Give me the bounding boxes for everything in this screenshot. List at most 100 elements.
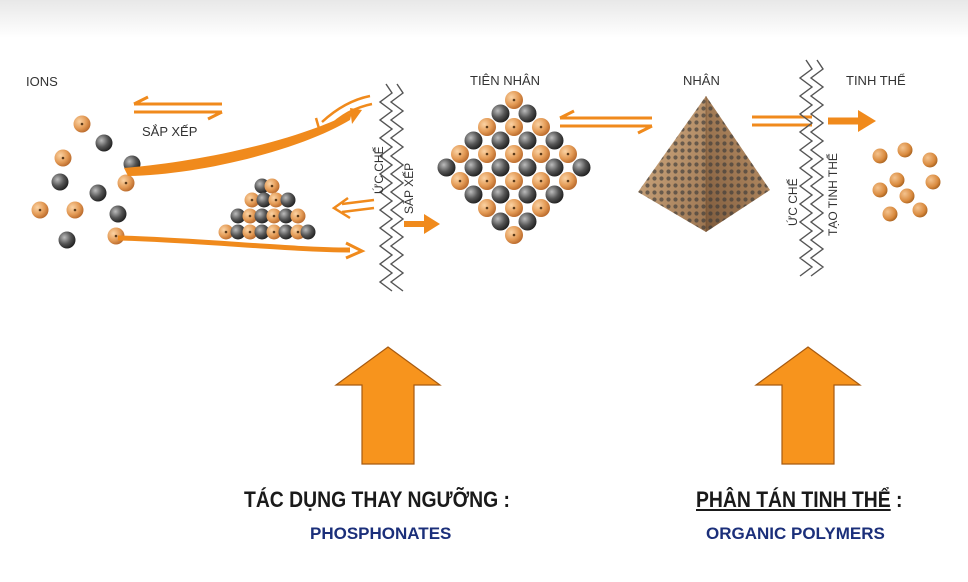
pyramid-ion-charge-dot bbox=[270, 184, 274, 188]
scattered-ions bbox=[31, 115, 141, 249]
pre-nucleus-ion-charge-dot bbox=[512, 233, 516, 237]
pyramid-ion bbox=[280, 192, 296, 208]
crystal-particle bbox=[899, 188, 915, 204]
pre-nucleus-ion bbox=[572, 158, 591, 177]
pre-nucleus-ion-charge-dot bbox=[512, 206, 516, 210]
arrow-to-pre-nucleus-head bbox=[424, 214, 440, 234]
pre-nucleus-cluster bbox=[437, 91, 591, 244]
pre-nucleus-ion bbox=[491, 131, 510, 150]
label-tao-tinh-the: TẠO TINH THỂ bbox=[826, 153, 840, 236]
pre-nucleus-ion-charge-dot bbox=[512, 152, 516, 156]
pyramid-ion bbox=[256, 192, 272, 208]
mechanism-title-organic-polymers: PHÂN TÁN TINH THỂ : bbox=[696, 487, 903, 513]
crystal-particle bbox=[922, 152, 938, 168]
pre-nucleus-ion-charge-dot bbox=[566, 179, 570, 183]
top-band bbox=[0, 0, 968, 38]
up-arrow-phosphonates bbox=[334, 346, 442, 465]
pre-nucleus-ion-charge-dot bbox=[566, 152, 570, 156]
pre-nucleus-ion bbox=[518, 131, 537, 150]
curved-ion-arrows bbox=[117, 94, 375, 260]
ion-negative bbox=[109, 205, 127, 223]
barrier-phosphonates bbox=[378, 83, 405, 292]
pyramid-ion-charge-dot bbox=[272, 214, 276, 218]
pre-nucleus-ion-charge-dot bbox=[458, 152, 462, 156]
ion-negative bbox=[58, 231, 76, 249]
pre-nucleus-ion-charge-dot bbox=[512, 179, 516, 183]
label-sap-xep: SẮP XẾP bbox=[142, 124, 198, 139]
mechanism-agent-organic-polymers: ORGANIC POLYMERS bbox=[706, 524, 885, 543]
pre-nucleus-ion-charge-dot bbox=[539, 125, 543, 129]
pyramid-ion-charge-dot bbox=[296, 230, 300, 234]
crystal-particle bbox=[912, 202, 928, 218]
pre-nucleus-ion bbox=[491, 185, 510, 204]
pre-nucleus-ion bbox=[518, 212, 537, 231]
pyramid-ion-charge-dot bbox=[224, 230, 228, 234]
ion-positive-charge-dot bbox=[124, 181, 128, 185]
pre-nucleus-ion bbox=[464, 185, 483, 204]
ion-positive-charge-dot bbox=[73, 208, 77, 212]
label-uc-che-1: ỨC CHẾ bbox=[372, 146, 386, 194]
ion-negative bbox=[95, 134, 113, 152]
crystal-particle bbox=[925, 174, 941, 190]
mechanism-title-suffix: : bbox=[890, 487, 903, 512]
ion-positive-charge-dot bbox=[114, 234, 118, 238]
label-tinh-the: TINH THỂ bbox=[846, 73, 906, 88]
pre-nucleus-ion-charge-dot bbox=[485, 152, 489, 156]
pre-nucleus-ion-charge-dot bbox=[458, 179, 462, 183]
label-uc-che-2: ỨC CHẾ bbox=[786, 178, 800, 226]
crystal-particle bbox=[897, 142, 913, 158]
ion-negative bbox=[89, 184, 107, 202]
ion-positive-charge-dot bbox=[38, 208, 42, 212]
label-sap-xep-vertical: SẮP XẾP bbox=[402, 162, 416, 214]
pyramid-ion-charge-dot bbox=[272, 230, 276, 234]
pre-nucleus-ion bbox=[464, 158, 483, 177]
pre-nucleus-ion-charge-dot bbox=[539, 206, 543, 210]
crystal-particle bbox=[882, 206, 898, 222]
pre-nucleus-ion bbox=[545, 185, 564, 204]
pyramid-ion-charge-dot bbox=[296, 214, 300, 218]
crystal-particle bbox=[872, 148, 888, 164]
pyramid-ion bbox=[254, 208, 270, 224]
mechanism-title-main: PHÂN TÁN TINH THỂ bbox=[696, 487, 891, 512]
barrier-organic-polymers bbox=[798, 59, 825, 277]
crystal-particle bbox=[889, 172, 905, 188]
label-nhan: NHÂN bbox=[683, 73, 720, 88]
label-ions: IONS bbox=[26, 74, 58, 89]
mechanism-agent-phosphonates: PHOSPHONATES bbox=[310, 524, 452, 543]
crystal-particle bbox=[872, 182, 888, 198]
ions-equilibrium-arrows bbox=[133, 95, 223, 121]
pre-nucleus-ion-charge-dot bbox=[512, 98, 516, 102]
pre-nucleus-ion bbox=[518, 104, 537, 123]
pre-nucleus-ion-charge-dot bbox=[485, 125, 489, 129]
arrow-to-crystal-head bbox=[858, 110, 876, 132]
pre-nucleus-ion bbox=[491, 158, 510, 177]
up-arrow-organic-polymers bbox=[754, 346, 862, 465]
pre-nucleus-ion-charge-dot bbox=[485, 179, 489, 183]
pre-nucleus-ion bbox=[491, 104, 510, 123]
pyramid-ion bbox=[278, 208, 294, 224]
pre-nucleus-ion bbox=[518, 185, 537, 204]
pre-nucleus-ion bbox=[464, 131, 483, 150]
pyramid-ion-charge-dot bbox=[274, 198, 278, 202]
ion-positive-charge-dot bbox=[61, 156, 65, 160]
pyramid-ion-charge-dot bbox=[248, 230, 252, 234]
ion-negative bbox=[51, 173, 69, 191]
pre-nucleus-ion-charge-dot bbox=[512, 125, 516, 129]
ion-positive-charge-dot bbox=[80, 122, 84, 126]
small-ion-pyramid bbox=[218, 178, 316, 240]
label-tien-nhan: TIÊN NHÂN bbox=[470, 73, 541, 88]
pre-nucleus-ion bbox=[518, 158, 537, 177]
pre-nucleus-ion bbox=[545, 131, 564, 150]
nucleus-equilibrium-arrows bbox=[559, 109, 653, 135]
dispersed-crystals bbox=[872, 142, 941, 222]
pyramid-ion bbox=[230, 208, 246, 224]
pre-nucleus-ion-charge-dot bbox=[539, 179, 543, 183]
nucleus-pyramid bbox=[638, 96, 770, 232]
pyramid-ion bbox=[278, 224, 294, 240]
pyramid-ion bbox=[254, 224, 270, 240]
pre-nucleus-ion bbox=[491, 212, 510, 231]
pre-nucleus-ion bbox=[437, 158, 456, 177]
pre-nucleus-ion-charge-dot bbox=[485, 206, 489, 210]
